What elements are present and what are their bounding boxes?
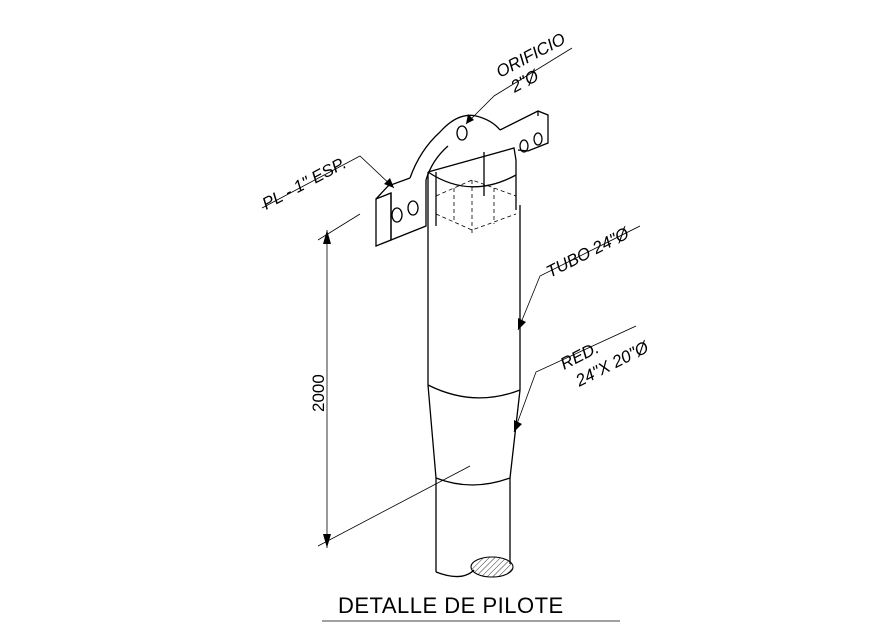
dimension-value: 2000 (309, 374, 328, 412)
reducer (427, 384, 521, 486)
pipe-cut-section (470, 556, 514, 578)
base-plate (375, 110, 549, 247)
label-tubo: TUBO 24"Ø (543, 223, 634, 282)
drawing-title: DETALLE DE PILOTE (338, 593, 564, 618)
label-plate: PL - 1" ESP. (259, 153, 349, 213)
lower-pipe (435, 478, 514, 578)
pipe-top (427, 147, 517, 236)
bolt-hole (391, 125, 543, 223)
leader-lines (261, 47, 641, 433)
dimension-line (317, 213, 471, 548)
pipe-body (427, 205, 521, 399)
